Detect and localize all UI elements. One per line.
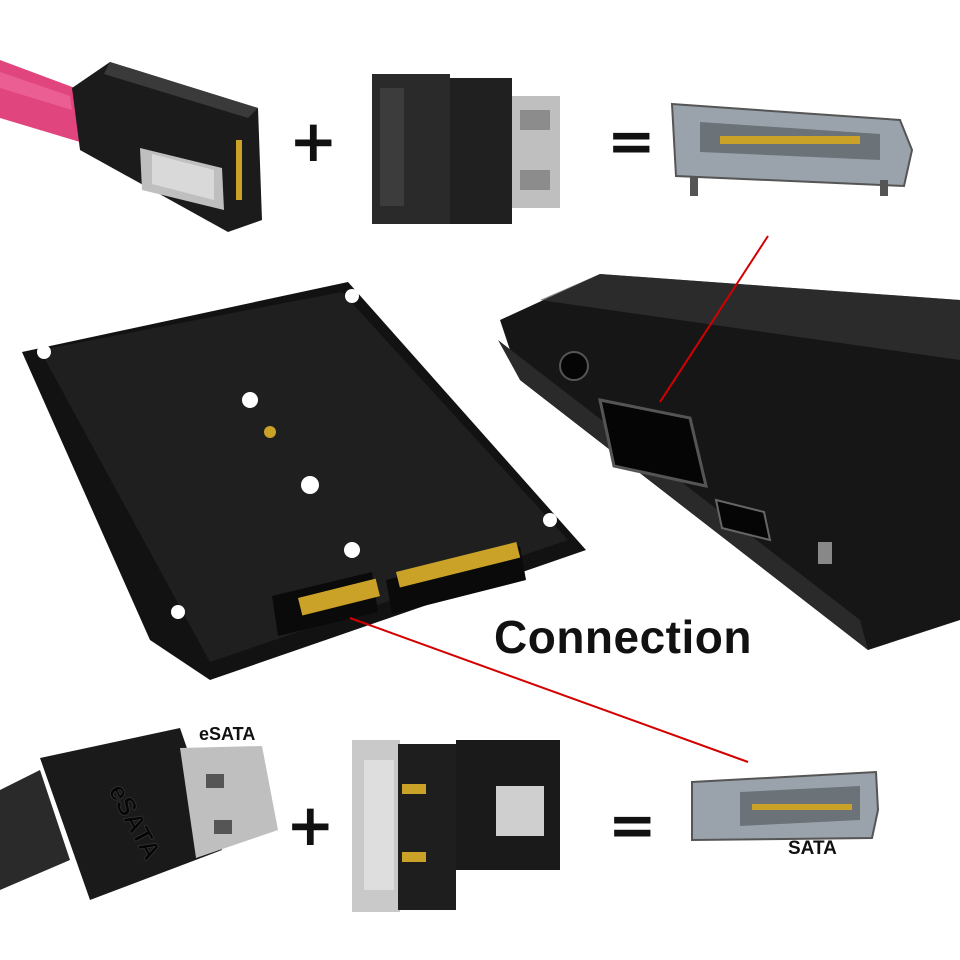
equals-sign: = [608, 791, 657, 859]
esata-cable-plug: eSATA [0, 728, 278, 900]
guide-lines [349, 235, 769, 763]
esata-to-sata-adapter [352, 740, 560, 912]
sata-to-esata-adapter [372, 74, 560, 224]
connection-label: Connection [494, 611, 752, 663]
esata-label: eSATA [199, 724, 256, 744]
sata-port-diagram [691, 770, 880, 842]
esata-port-cutaway [670, 102, 914, 196]
external-drive-enclosure [498, 274, 960, 650]
m2-to-sata-enclosure [22, 282, 586, 680]
sata-cable-connector [0, 60, 262, 232]
plus-sign: + [289, 107, 338, 175]
equals-sign: = [607, 107, 656, 175]
sata-label: SATA [788, 838, 837, 859]
plus-sign: + [286, 791, 335, 859]
